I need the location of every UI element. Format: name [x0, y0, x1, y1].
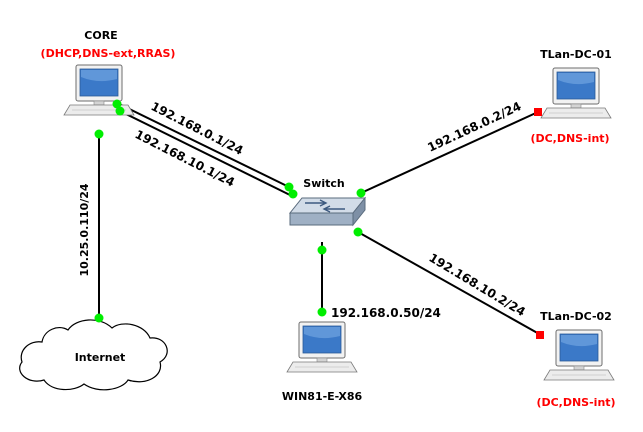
core-roles: (DHCP,DNS-ext,RRAS) [41, 47, 176, 60]
port-dot [317, 245, 327, 255]
core-name: CORE [84, 29, 117, 42]
dc01-name: TLan-DC-01 [540, 48, 612, 61]
switch-name: Switch [303, 177, 344, 190]
port-dot [112, 99, 122, 109]
dc02-name: TLan-DC-02 [540, 310, 612, 323]
link-label-switch-dc01: 192.168.0.2/24 [425, 99, 523, 155]
port-indicators [94, 99, 544, 339]
desktop-computer-icon [543, 329, 615, 381]
port-square [536, 331, 544, 339]
port-dot [288, 189, 298, 199]
desktop-computer-icon [540, 67, 612, 119]
link-label-switch-win81: 192.168.0.50/24 [331, 306, 441, 320]
link-switch-dc01 [360, 111, 539, 194]
port-dot [94, 129, 104, 139]
node-internet[interactable]: Internet [19, 319, 168, 391]
network-switch-icon [288, 196, 367, 227]
port-dot [115, 106, 125, 116]
internet-label: Internet [75, 351, 126, 364]
port-dot [317, 307, 327, 317]
dc01-roles: (DC,DNS-int) [530, 132, 609, 145]
port-dot [353, 227, 363, 237]
link-label-switch-dc02: 192.168.10.2/24 [426, 251, 527, 320]
link-switch-dc02 [357, 231, 542, 336]
node-switch[interactable]: Switch [288, 177, 367, 227]
desktop-computer-icon [286, 321, 358, 373]
port-square [534, 108, 542, 116]
win81-name: WIN81-E-X86 [282, 390, 363, 403]
dc02-roles: (DC,DNS-int) [536, 396, 615, 409]
desktop-computer-icon [63, 64, 135, 116]
node-tlan-dc-01[interactable]: TLan-DC-01 (DC,DNS-int) [530, 48, 611, 145]
port-dot [284, 182, 294, 192]
link-core-switch-b [119, 110, 293, 197]
port-dot [356, 188, 366, 198]
cloud-icon [19, 319, 168, 391]
node-tlan-dc-02[interactable]: TLan-DC-02 (DC,DNS-int) [536, 310, 615, 409]
node-win81[interactable]: WIN81-E-X86 [282, 321, 363, 403]
node-core[interactable]: CORE (DHCP,DNS-ext,RRAS) [41, 29, 176, 116]
port-dot [94, 313, 104, 323]
link-label-core-internet: 10.25.0.110/24 [78, 183, 91, 276]
link-core-switch-a [116, 102, 290, 188]
